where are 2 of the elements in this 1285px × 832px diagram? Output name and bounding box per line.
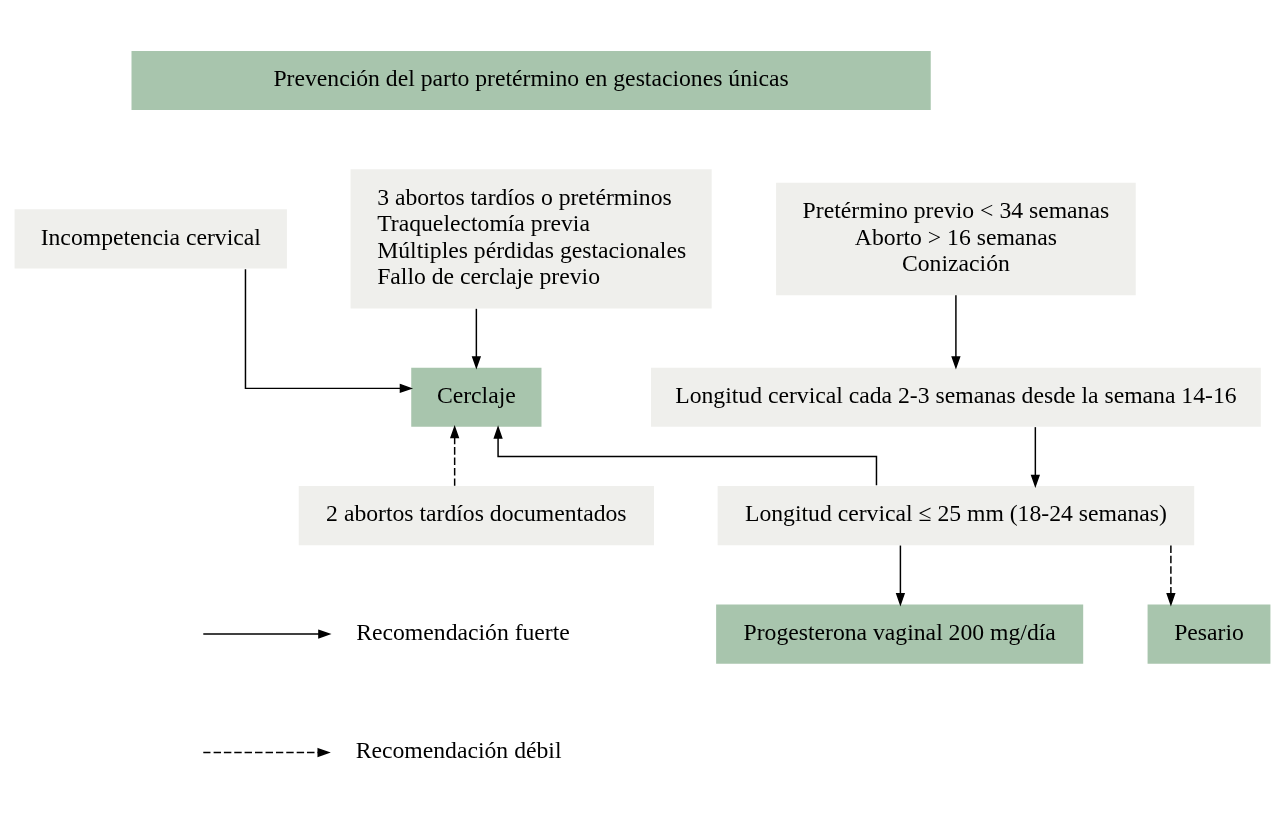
legend-label: Recomendación débil [355,736,562,763]
legend-label: Recomendación fuerte [356,618,570,645]
